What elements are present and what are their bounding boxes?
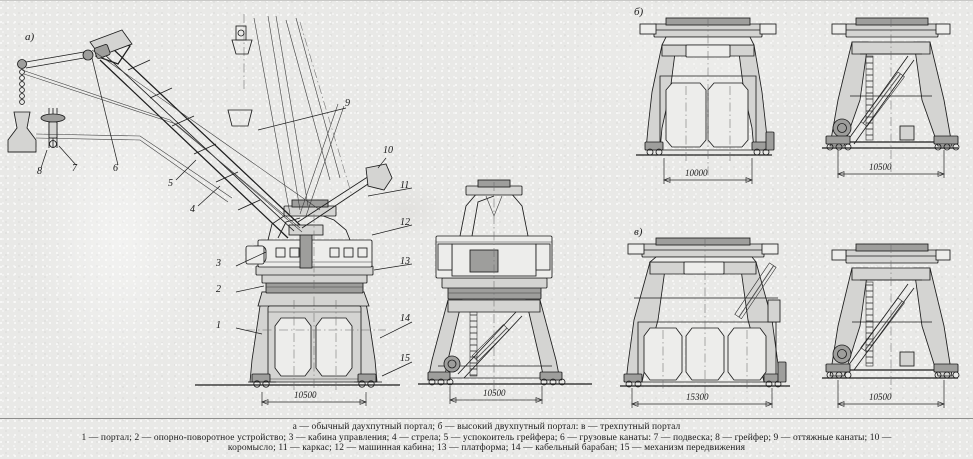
dimension-b-front bbox=[663, 158, 753, 184]
callout-13: 13 bbox=[400, 256, 410, 267]
callout-6: 6 bbox=[113, 163, 118, 174]
callout-8: 8 bbox=[37, 166, 42, 177]
callout-12: 12 bbox=[400, 217, 410, 228]
panel-label-v: в) bbox=[634, 226, 643, 238]
callout-10: 10 bbox=[383, 145, 393, 156]
dimension-b-side bbox=[837, 150, 945, 178]
dimension-label-a-main: 10500 bbox=[294, 390, 317, 400]
callout-7: 7 bbox=[72, 163, 77, 174]
dimension-a-center bbox=[449, 386, 543, 404]
travel-bogies-a bbox=[248, 373, 382, 388]
grab-assembly-a bbox=[7, 69, 66, 153]
slew-ring-platform-a bbox=[255, 265, 374, 294]
callout-4: 4 bbox=[190, 204, 195, 215]
boom-a bbox=[89, 29, 301, 239]
caption-line-panels: а — обычный даухпутный портал; б — высок… bbox=[292, 422, 681, 432]
callout-1: 1 bbox=[216, 320, 221, 331]
caption-line-legend-2: коромысло; 11 — каркас; 12 — машинная ка… bbox=[227, 443, 746, 453]
dimension-label-v-side: 10500 bbox=[869, 392, 892, 402]
panel-label-b: б) bbox=[634, 6, 644, 18]
dimension-label-b-side: 10500 bbox=[869, 162, 892, 172]
view-b-side bbox=[822, 17, 960, 178]
view-v-front bbox=[620, 237, 790, 408]
dimension-label-a-center: 10500 bbox=[483, 388, 506, 398]
dimension-v-side bbox=[837, 380, 945, 408]
callout-3: 3 bbox=[216, 258, 221, 269]
dimension-v-front bbox=[631, 388, 773, 408]
callout-9: 9 bbox=[345, 98, 350, 109]
panel-label-a: а) bbox=[25, 31, 35, 43]
boom-head-a bbox=[17, 49, 94, 69]
view-a-main-crane bbox=[7, 14, 413, 406]
callout-14: 14 bbox=[400, 313, 410, 324]
callout-5: 5 bbox=[168, 178, 173, 189]
callout-2: 2 bbox=[216, 284, 221, 295]
background-structure-a bbox=[227, 14, 353, 215]
caption-divider bbox=[0, 418, 973, 419]
callout-15: 15 bbox=[400, 353, 410, 364]
top-border bbox=[0, 0, 973, 1]
portal-structure-a bbox=[249, 291, 378, 383]
machine-house-a bbox=[249, 224, 373, 269]
view-v-side bbox=[822, 243, 960, 408]
callout-11: 11 bbox=[400, 180, 410, 191]
balance-arm-a bbox=[297, 163, 393, 229]
leader-lines-a bbox=[40, 57, 413, 377]
view-a-center-portal bbox=[418, 179, 592, 404]
dimension-a-main bbox=[261, 392, 367, 406]
dimension-label-v-front: 15300 bbox=[686, 392, 709, 402]
dimension-label-b-front: 10000 bbox=[685, 168, 708, 178]
operator-cab-a bbox=[245, 245, 265, 265]
caption-line-legend-1: 1 — портал; 2 — опорно-поворотное устрой… bbox=[81, 433, 892, 443]
view-b-front bbox=[636, 17, 777, 184]
